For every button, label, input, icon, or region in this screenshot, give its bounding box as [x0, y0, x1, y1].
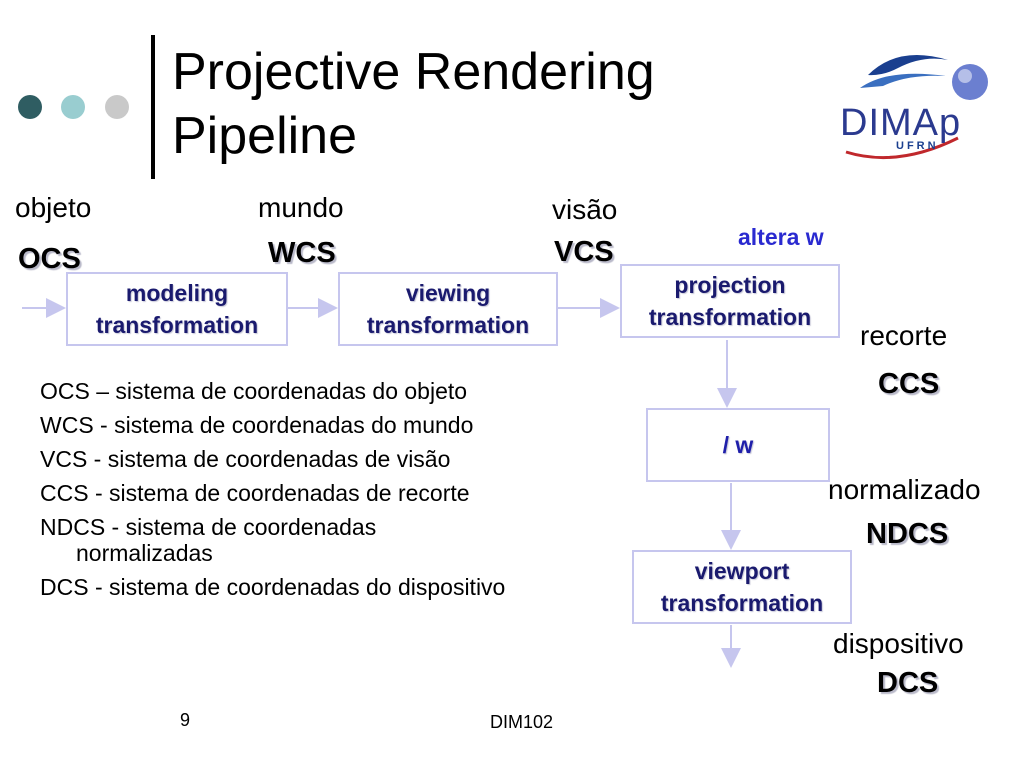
label-normalizado: normalizado: [828, 474, 981, 505]
legend-item-ccs: CCS - sistema de coordenadas de recorte: [40, 480, 470, 506]
coordinate-systems-legend: OCS – sistema de coordenadas do objeto W…: [40, 378, 600, 608]
viewing-transformation-box: viewing transformation: [338, 272, 558, 346]
label-dispositivo: dispositivo: [833, 628, 964, 659]
divide-w-text: / w: [722, 432, 754, 458]
dimap-logo: DIMAp UFRN: [838, 40, 998, 165]
decor-dot-teal: [61, 95, 85, 119]
logo-text: DIMAp: [840, 102, 962, 144]
code-ccs: CCS: [878, 368, 940, 400]
slide-title: Projective Rendering Pipeline: [172, 43, 655, 165]
viewport-transformation-box: viewport transformation: [632, 550, 852, 624]
legend-item-wcs: WCS - sistema de coordenadas do mundo: [40, 412, 474, 438]
code-wcs: WCS: [268, 237, 336, 269]
legend-item-ocs: OCS – sistema de coordenadas do objeto: [40, 378, 468, 404]
legend-item-ndcs: NDCS - sistema de coordenadas normalizad…: [40, 514, 377, 566]
page-number: 9: [180, 710, 191, 730]
projection-transformation-box: projection transformation: [620, 264, 840, 338]
label-recorte: recorte: [860, 320, 948, 351]
divide-w-box: / w: [646, 408, 830, 482]
legend-item-vcs: VCS - sistema de coordenadas de visão: [40, 446, 451, 472]
label-visao: visão: [552, 194, 618, 225]
modeling-transformation-box: modeling transformation: [66, 272, 288, 346]
code-ocs: OCS: [18, 243, 81, 275]
title-divider: [151, 35, 155, 179]
label-mundo: mundo: [258, 192, 344, 223]
note-altera-w: altera w: [738, 224, 824, 250]
code-ndcs: NDCS: [866, 518, 949, 550]
decor-dot-gray: [105, 95, 129, 119]
code-vcs: VCS: [554, 236, 614, 268]
label-objeto: objeto: [15, 192, 92, 223]
decor-dot-dark: [18, 95, 42, 119]
course-code: DIM102: [490, 712, 554, 732]
projection-transformation-text: projection transformation: [648, 272, 812, 330]
logo-subtext: UFRN: [896, 140, 939, 152]
legend-item-dcs: DCS - sistema de coordenadas do disposit…: [40, 574, 506, 600]
viewing-transformation-text: viewing transformation: [366, 280, 530, 338]
viewport-transformation-text: viewport transformation: [660, 558, 824, 616]
modeling-transformation-text: modeling transformation: [95, 280, 259, 338]
code-dcs: DCS: [877, 667, 939, 699]
